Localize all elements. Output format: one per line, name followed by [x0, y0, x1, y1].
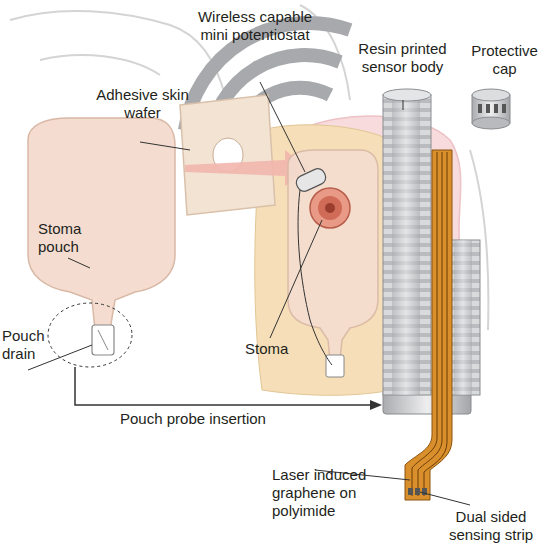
part-label: Adhesive skin wafer	[90, 86, 195, 122]
part-label: Pouch probe insertion	[120, 410, 320, 428]
part-label: Stoma pouch	[38, 220, 108, 256]
potentiostat	[294, 166, 332, 365]
stoma-pouch	[28, 118, 175, 355]
adhesive-wafer	[180, 95, 275, 215]
attached-pouch	[288, 150, 378, 377]
part-label: Stoma	[245, 340, 305, 358]
protective-cap	[472, 89, 510, 129]
part-label: Dual sided sensing strip	[435, 508, 547, 544]
insertion-arrow	[48, 303, 382, 410]
part-label: Pouch drain	[2, 327, 62, 363]
part-label: Wireless capable mini potentiostat	[195, 8, 315, 44]
sensing-strip	[405, 150, 452, 500]
part-label: Resin printed sensor body	[350, 40, 455, 76]
leader-lines	[28, 82, 470, 505]
part-label: Laser induced graphene on polyimide	[272, 466, 382, 520]
part-label: Protective cap	[462, 42, 547, 78]
